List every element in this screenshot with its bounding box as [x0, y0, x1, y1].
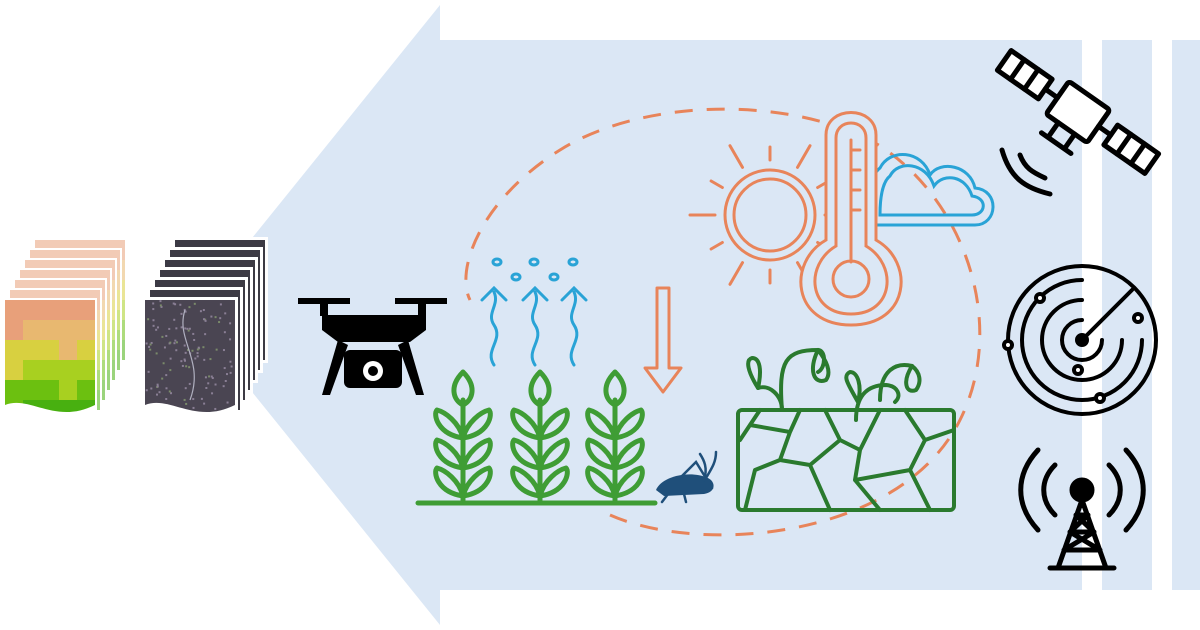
radar-icon	[1002, 264, 1158, 416]
evaporation-icon	[480, 257, 588, 367]
drought-soil-icon	[736, 348, 956, 512]
grasshopper-icon	[656, 450, 718, 504]
cell-tower-icon	[1018, 447, 1146, 571]
stripe-2	[1152, 40, 1172, 590]
raster-map-stack-icon	[3, 238, 127, 425]
satellite-image-stack-icon	[142, 237, 268, 425]
crop-icon	[415, 369, 658, 506]
drone-icon	[298, 298, 447, 395]
precipitation-arrow-icon	[643, 286, 683, 394]
cycle-dashed-ellipse	[464, 107, 982, 537]
thermometer-icon	[799, 111, 903, 327]
satellite-icon	[994, 48, 1162, 197]
stripe-1	[1082, 40, 1102, 590]
